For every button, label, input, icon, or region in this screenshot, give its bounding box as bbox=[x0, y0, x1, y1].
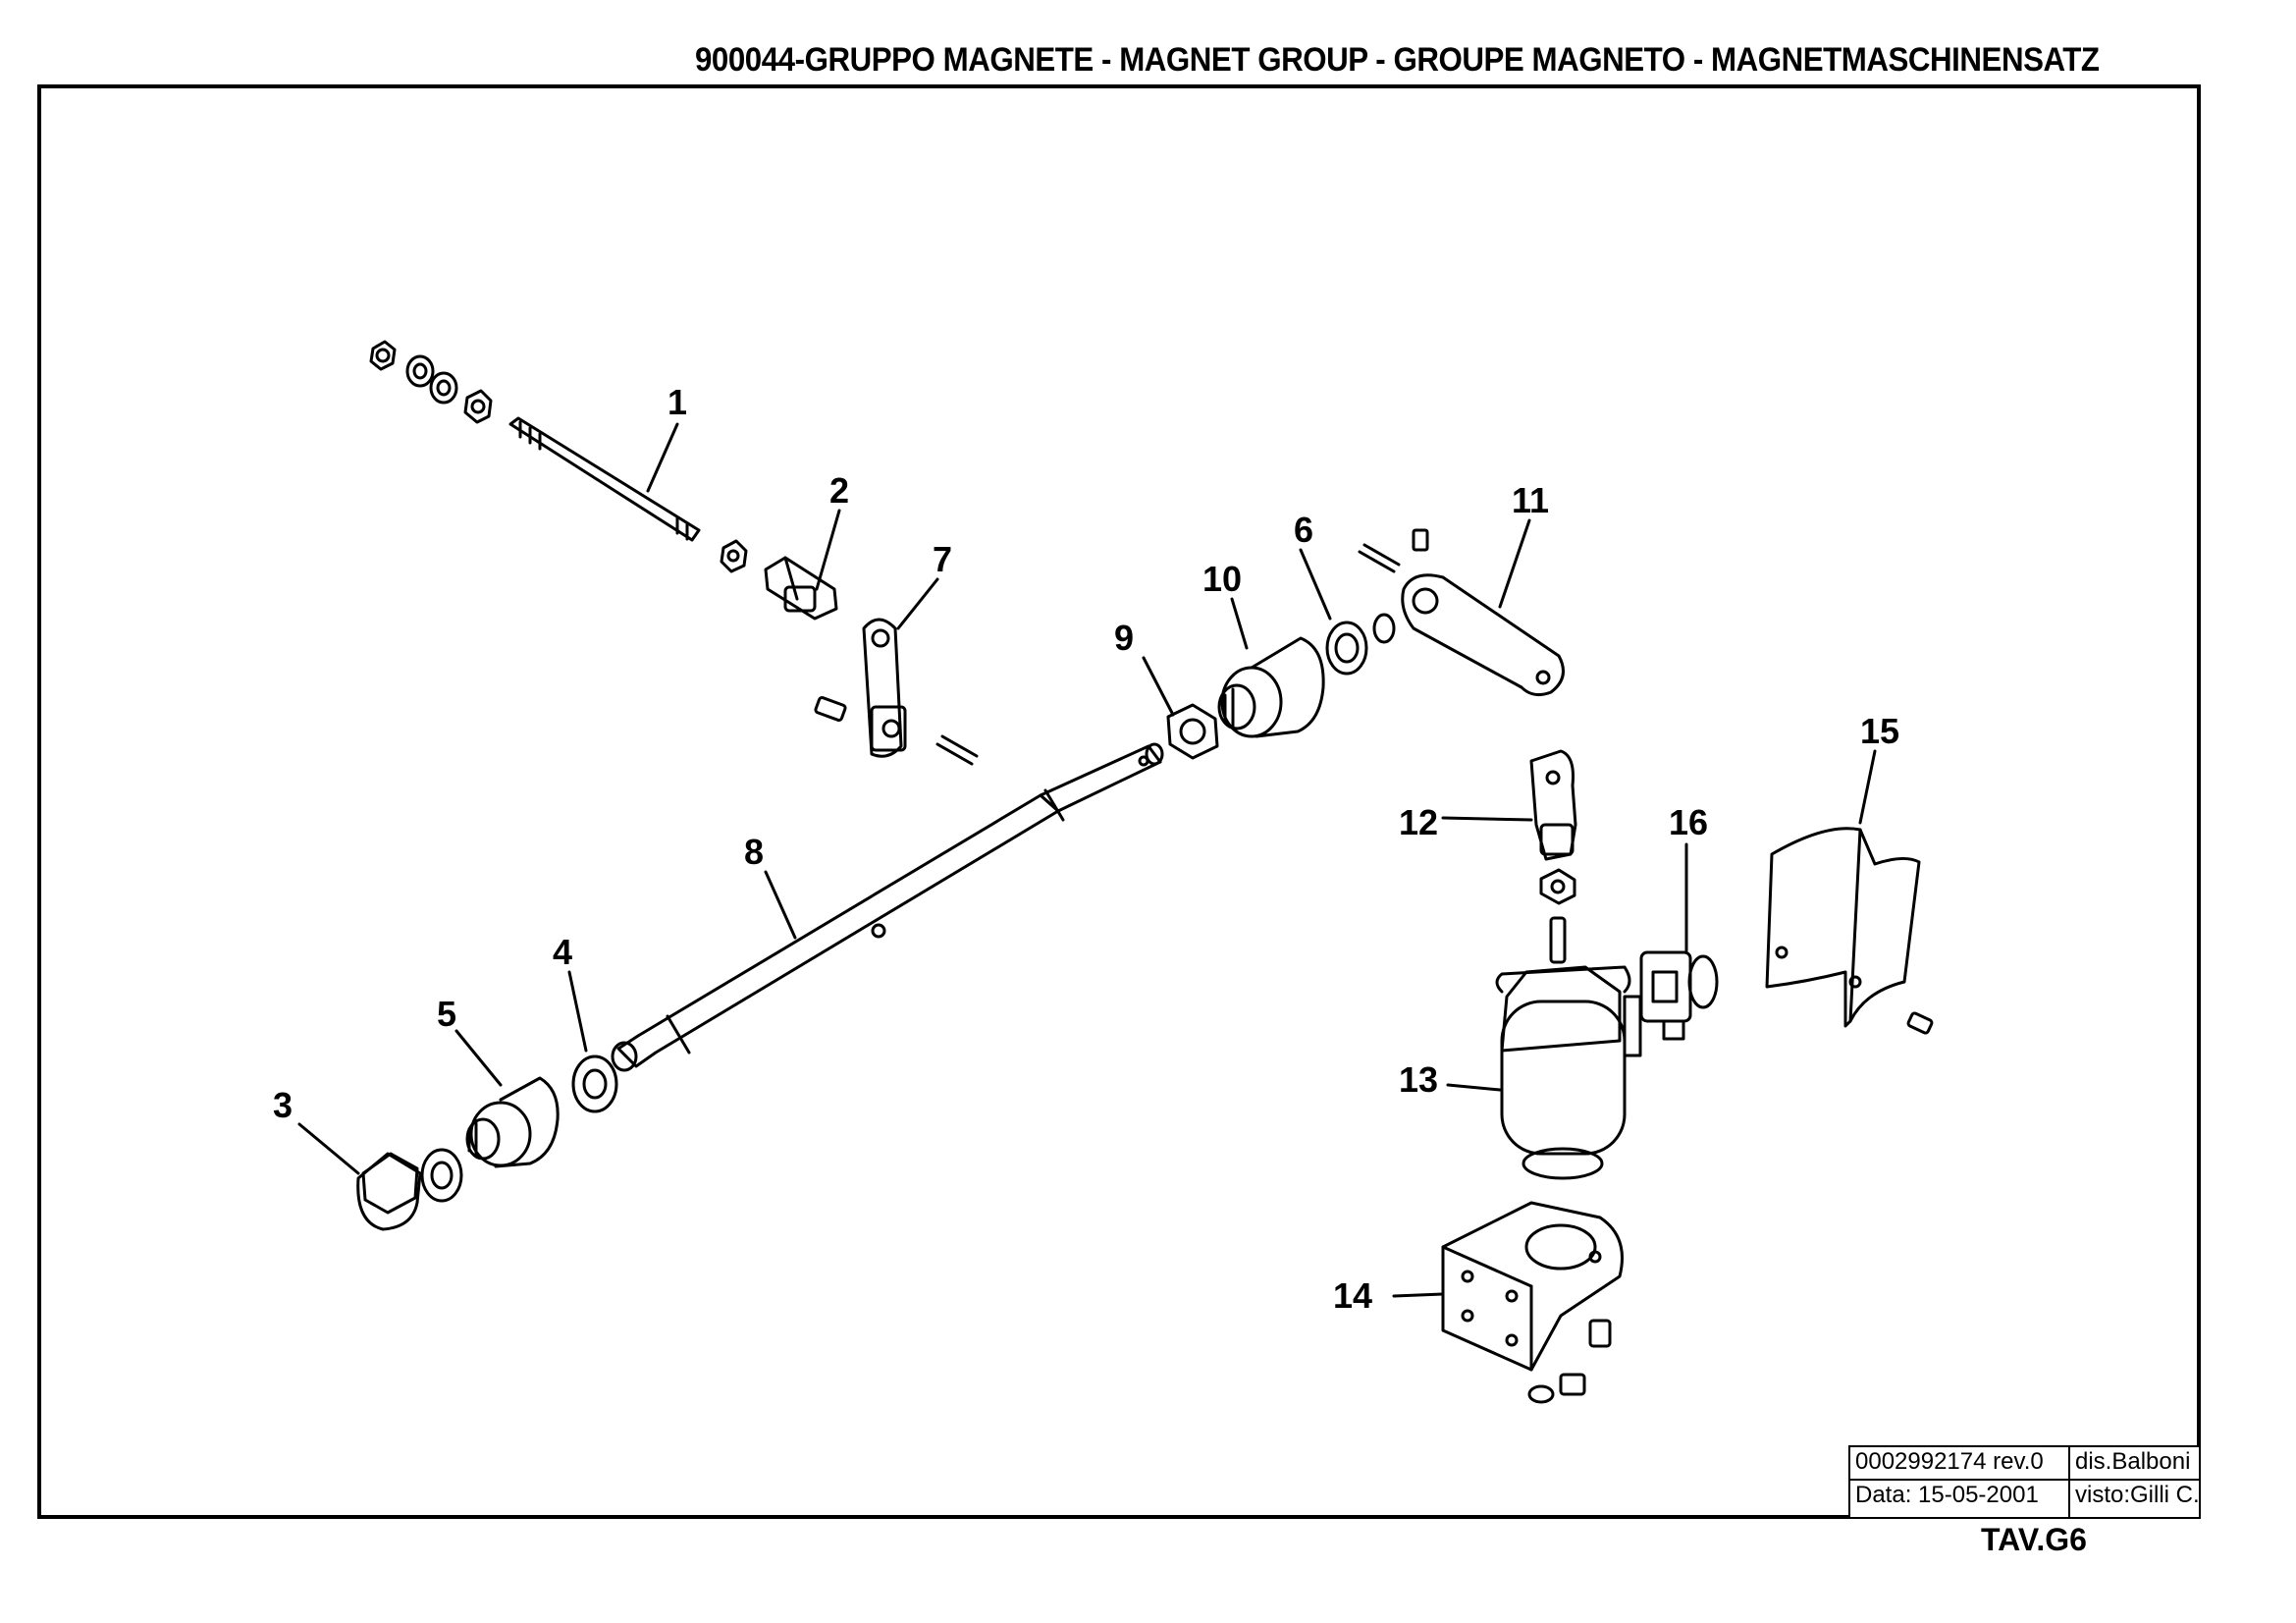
part-2-clevis bbox=[764, 556, 838, 621]
part-6-bearing bbox=[1325, 613, 1396, 676]
callout-5: 5 bbox=[437, 994, 456, 1034]
part-5-bushing bbox=[465, 1076, 560, 1168]
callout-2: 2 bbox=[829, 470, 849, 511]
sheet-number: TAV.G6 bbox=[1981, 1522, 2087, 1557]
callout-1: 1 bbox=[667, 382, 687, 422]
part-8-main-shaft bbox=[611, 742, 1164, 1072]
callout-8: 8 bbox=[744, 832, 764, 872]
title-block-drawn-by: dis.Balboni bbox=[2068, 1445, 2201, 1481]
callout-4: 4 bbox=[553, 932, 572, 972]
callout-9: 9 bbox=[1114, 618, 1134, 658]
part-7-lever-plate bbox=[814, 618, 979, 766]
callout-14: 14 bbox=[1333, 1275, 1372, 1316]
title-block-checked-by: visto:Gilli C. bbox=[2068, 1479, 2201, 1519]
callout-7: 7 bbox=[933, 539, 952, 579]
callout-13: 13 bbox=[1399, 1059, 1438, 1100]
part-10-bushing bbox=[1217, 636, 1325, 738]
callout-10: 10 bbox=[1202, 559, 1242, 599]
part-16-connector bbox=[1639, 950, 1719, 1041]
leader-lines bbox=[297, 422, 1877, 1298]
part-9-nut bbox=[1166, 703, 1219, 760]
part-3-cap-nut bbox=[356, 1148, 463, 1231]
part-1-threaded-stud bbox=[369, 340, 748, 573]
part-12-fork-clevis bbox=[1529, 749, 1577, 905]
callout-15: 15 bbox=[1860, 711, 1899, 751]
callout-3: 3 bbox=[273, 1085, 293, 1125]
drawing-title: 900044-GRUPPO MAGNETE - MAGNET GROUP - G… bbox=[695, 41, 2100, 79]
callout-12: 12 bbox=[1399, 802, 1438, 842]
part-13-solenoid bbox=[1495, 916, 1642, 1180]
title-block-drawing-number: 0002992174 rev.0 bbox=[1848, 1445, 2070, 1481]
drawing-frame bbox=[37, 84, 2201, 1519]
part-14-bracket bbox=[1441, 1201, 1624, 1404]
callout-labels: 1 2 7 9 10 6 11 12 16 15 13 14 8 4 5 3 bbox=[273, 382, 1899, 1316]
title-block-date: Data: 15-05-2001 bbox=[1848, 1479, 2070, 1519]
part-15-shield bbox=[1765, 827, 1934, 1035]
callout-16: 16 bbox=[1669, 802, 1708, 842]
callout-11: 11 bbox=[1512, 480, 1549, 520]
part-4-bearing bbox=[571, 1055, 618, 1113]
part-11-lever-arm bbox=[1358, 528, 1565, 697]
callout-6: 6 bbox=[1294, 510, 1313, 550]
